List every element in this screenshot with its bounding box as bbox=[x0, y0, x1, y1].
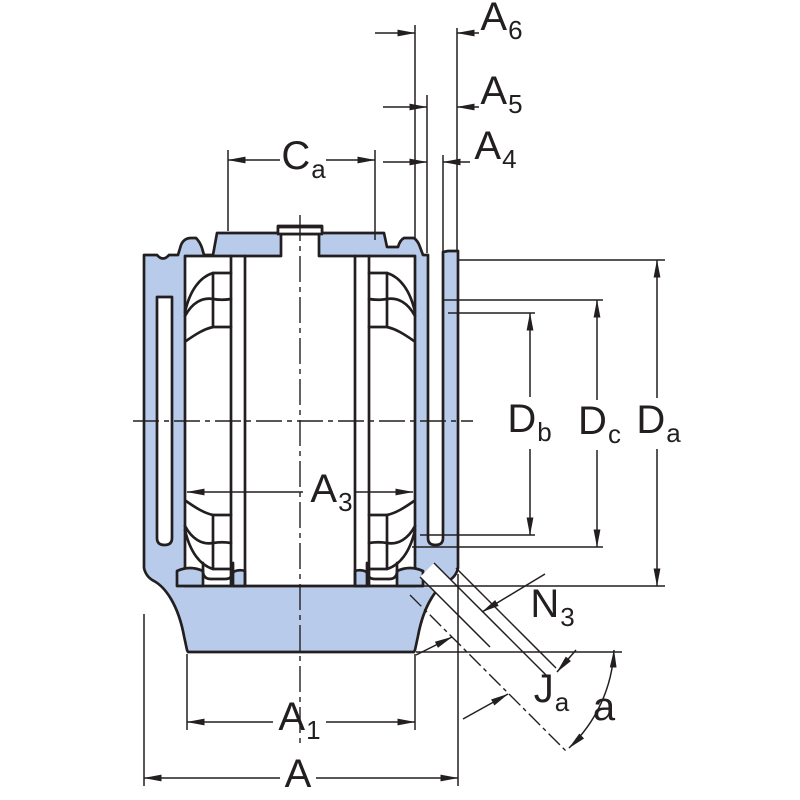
dim-N3-arrow bbox=[415, 636, 453, 656]
dim-label-ja: Ja bbox=[533, 667, 570, 717]
dim-Ja-arrow bbox=[462, 693, 509, 720]
oil-hole-wall bbox=[419, 576, 491, 648]
raceway-curve bbox=[183, 524, 233, 545]
housing-section bbox=[142, 224, 460, 654]
raceway-curve bbox=[367, 271, 417, 314]
dim-N3-arrow bbox=[481, 573, 546, 613]
centerlines bbox=[133, 215, 473, 745]
raceway-curve bbox=[367, 524, 417, 545]
dim-label-ca: Ca bbox=[281, 134, 326, 184]
raceway-curve bbox=[367, 499, 416, 517]
base-wedge bbox=[353, 568, 369, 588]
raceway-curve bbox=[183, 528, 233, 571]
housing-outline bbox=[142, 224, 460, 654]
bearing-internals bbox=[183, 254, 417, 588]
base-wedge bbox=[175, 566, 205, 588]
raceway-curve bbox=[184, 499, 233, 517]
raceway-curve bbox=[367, 325, 416, 343]
raceway-curve bbox=[367, 528, 417, 571]
dim-label-db: Db bbox=[507, 397, 552, 447]
dim-label-a3: A3 bbox=[310, 467, 353, 517]
dimension-lines bbox=[143, 25, 665, 786]
oil-hole-wall bbox=[433, 562, 549, 678]
raceway-curve bbox=[183, 297, 233, 318]
oil-hole-feature bbox=[409, 562, 567, 752]
dim-label-da: Da bbox=[636, 398, 681, 448]
base-wedge bbox=[395, 566, 425, 588]
raceway-curve bbox=[183, 271, 233, 314]
base-wedge bbox=[231, 568, 247, 588]
dim-label-a1: A1 bbox=[278, 695, 321, 745]
oil-hole-channel bbox=[420, 563, 548, 691]
oil-hole-axis bbox=[409, 594, 567, 752]
base-recess bbox=[365, 561, 399, 581]
dim-label-a5: A5 bbox=[480, 69, 523, 119]
raceway-curve bbox=[367, 297, 417, 318]
base-recess bbox=[201, 561, 235, 581]
dim-label-angle-a: a bbox=[592, 685, 616, 729]
dim-label-a: A bbox=[284, 752, 312, 796]
dim-label-n3: N3 bbox=[530, 582, 575, 632]
angle-a-arc bbox=[568, 649, 617, 749]
dim-label-dc: Dc bbox=[578, 399, 621, 449]
dim-label-a6: A6 bbox=[480, 0, 523, 45]
dim-label-a4: A4 bbox=[474, 124, 517, 174]
raceway-curve bbox=[184, 325, 233, 343]
